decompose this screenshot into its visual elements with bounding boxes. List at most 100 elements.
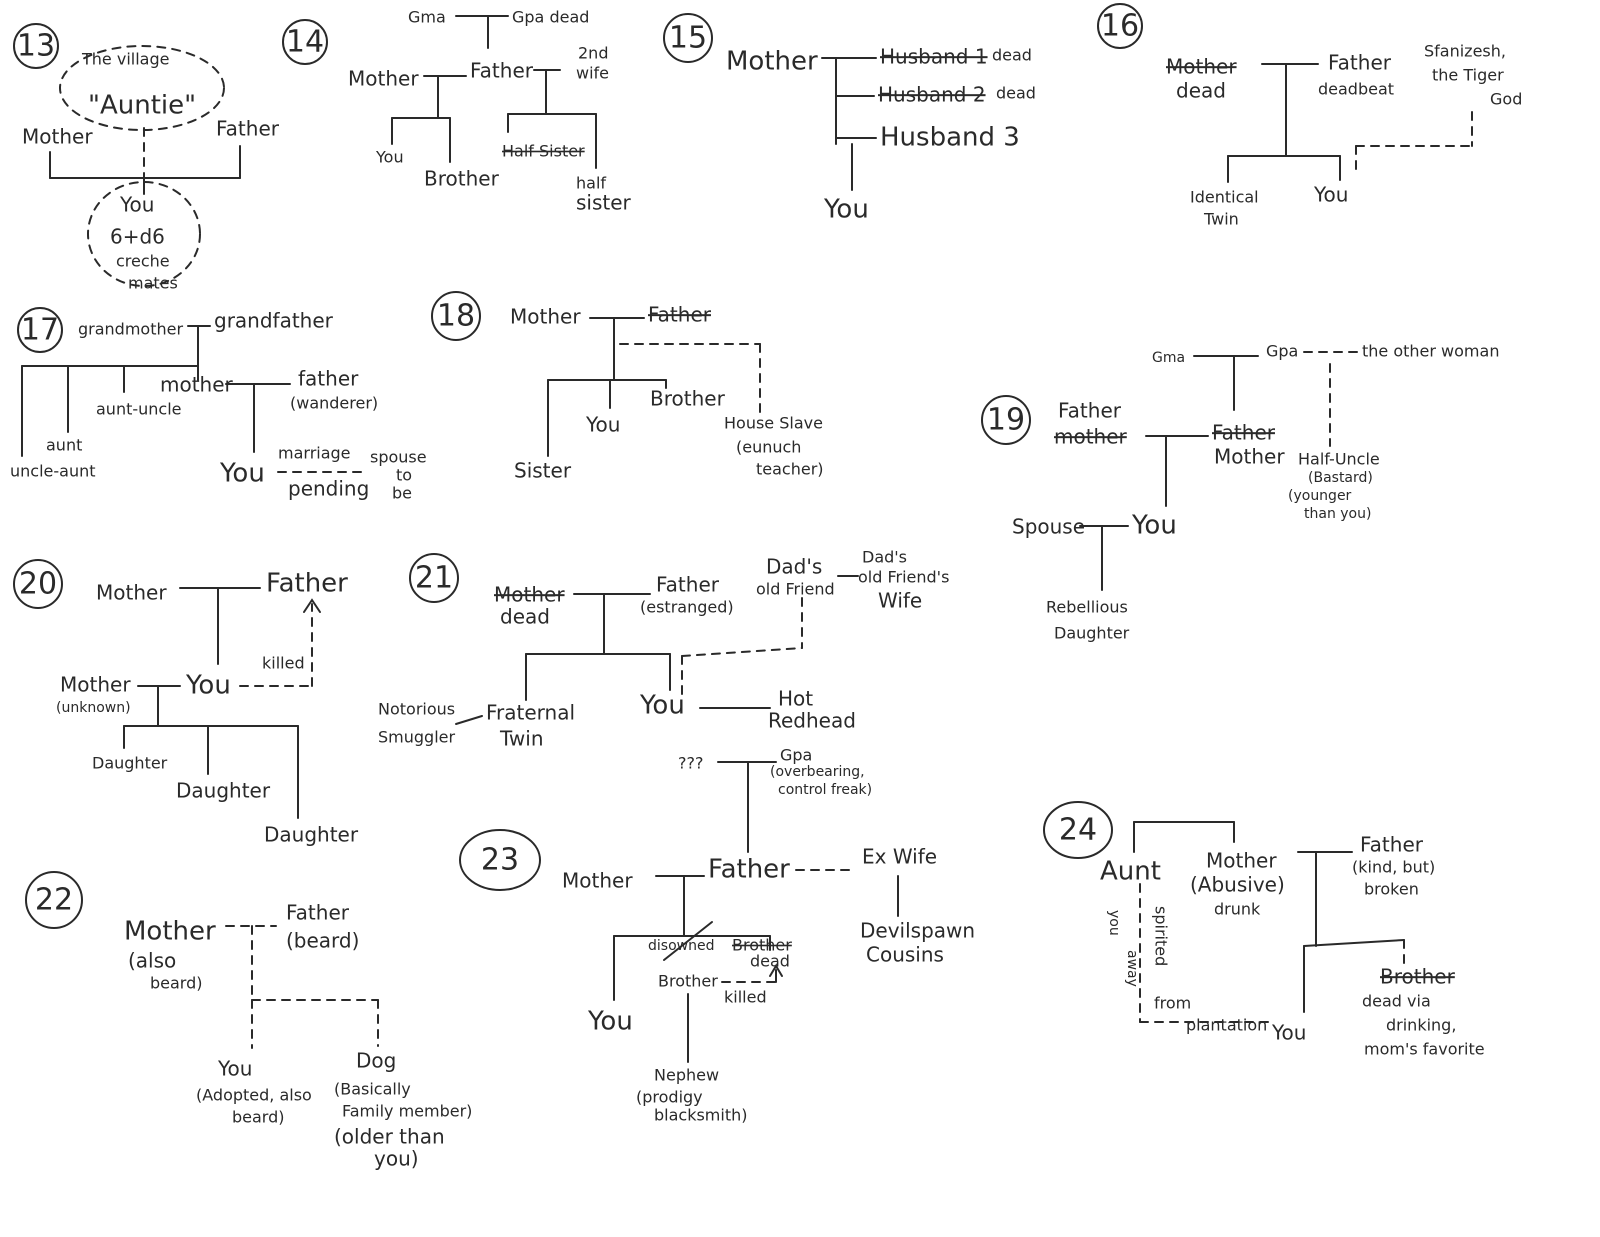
tree-14: 14 Gma Gpa dead Mother Father 2nd wife Y… [282, 8, 632, 215]
you-label: You [1313, 183, 1348, 207]
father-deadbeat: deadbeat [1318, 80, 1394, 99]
father-label: Father [656, 573, 720, 597]
friend-wife-label-1: Dad's [862, 548, 907, 567]
father-struck-label: Father [1212, 421, 1276, 445]
nephew-prodigy: (prodigy [636, 1088, 703, 1107]
killed-arrow [303, 598, 321, 613]
tree-23-number-circle [459, 829, 541, 891]
tree-17: 17 grandmother grandfather aunt-uncle au… [10, 307, 427, 503]
spirited-label: spirited [1152, 906, 1171, 966]
father-label: Father [648, 303, 712, 327]
tree-16-number: 16 [1101, 9, 1139, 44]
gpa-note-2: control freak) [778, 782, 872, 798]
brother-note-1: dead via [1362, 992, 1431, 1011]
gpa-label: Gpa [780, 746, 812, 765]
tree-13-number-circle [13, 23, 59, 69]
father-wanderer: (wanderer) [290, 394, 378, 413]
twin-label-2: Twin [1203, 210, 1239, 229]
plantation-label: plantation [1186, 1016, 1267, 1035]
brother-note-2: drinking, [1386, 1016, 1456, 1035]
tree-15-number-circle [663, 13, 713, 63]
tree-23: 23 ??? Gpa (overbearing, control freak) … [459, 746, 975, 1125]
gma-label: Gma [408, 8, 446, 27]
mother-also-beard: (also [128, 949, 176, 973]
brother-label: Brother [1380, 965, 1456, 989]
tree-15-number: 15 [669, 21, 707, 56]
tree-18: 18 Mother Father You Brother Sister Hous… [431, 291, 824, 483]
mother-label: Mother [510, 305, 581, 329]
you-label: You [1271, 1021, 1306, 1045]
daughter-3-label: Daughter [264, 823, 359, 847]
tree-20-number-circle [13, 559, 63, 609]
crechemates-count: 6+d6 [110, 225, 165, 249]
father-label: Father [470, 59, 534, 83]
friend-label-1: Dad's [766, 555, 822, 579]
you-label: You [185, 671, 231, 701]
mother-dead: dead [500, 605, 550, 629]
dog-note-2: Family member) [342, 1102, 472, 1121]
tree-13-number: 13 [17, 29, 55, 64]
friend-wife-label-3: Wife [878, 589, 922, 613]
half-sister-label-2: sister [576, 191, 632, 215]
spirited-away: away [1124, 950, 1140, 987]
gpa-label: Gpa [1266, 342, 1298, 361]
tree-21: 21 Mother dead Father (estranged) Dad's … [378, 548, 949, 751]
brother-label: Brother [658, 972, 718, 991]
tree-21-number-circle [409, 553, 459, 603]
tree-17-number: 17 [21, 313, 59, 348]
you-label: You [587, 1007, 633, 1037]
twin-label-2: Twin [499, 727, 544, 751]
unknown-label: ??? [678, 754, 703, 773]
tree-23-number: 23 [481, 843, 519, 878]
half-sister-struck-label: Half Sister [502, 142, 585, 161]
daughter-2-label: Daughter [176, 779, 271, 803]
uncle-aunt-label: uncle-aunt [10, 462, 96, 481]
husband-1-dead: dead [992, 46, 1032, 65]
father-label: Father [266, 569, 348, 599]
tree-20-number: 20 [19, 567, 57, 602]
killed-arrow [769, 964, 783, 977]
cousins-label-1: Devilspawn [860, 919, 975, 943]
mother-dead: dead [1176, 79, 1226, 103]
tree-18-number-circle [431, 291, 481, 341]
tree-16: 16 Mother dead Father deadbeat Sfanizesh… [1097, 3, 1522, 229]
you-adopted-2: beard) [232, 1108, 285, 1127]
grandfather-label: grandfather [214, 309, 334, 333]
mother-label: Mother [124, 917, 216, 947]
father-label: Father [708, 855, 790, 885]
smuggler-label-2: Smuggler [378, 728, 455, 747]
house-slave-label: House Slave [724, 414, 823, 433]
husband-2-label: Husband 2 [878, 83, 986, 107]
nephew-label: Nephew [654, 1066, 719, 1085]
redhead-label-2: Redhead [768, 709, 856, 733]
tree-22-number-circle [25, 871, 83, 929]
twin-label-1: Fraternal [486, 701, 575, 725]
mother-label: Mother [1214, 445, 1285, 469]
ex-wife-label: Ex Wife [862, 845, 937, 869]
you-label: You [375, 148, 404, 167]
sister-label: Sister [514, 459, 572, 483]
spouse-label-1: spouse [370, 448, 427, 467]
friend-wife-label-2: old Friend's [858, 568, 949, 587]
auntie-label: "Auntie" [88, 91, 196, 121]
tree-24-number: 24 [1059, 813, 1097, 848]
tree-17-number-circle [17, 307, 63, 353]
dog-label: Dog [356, 1049, 396, 1073]
you-label: You [217, 1057, 252, 1081]
second-wife-label-2: wife [576, 64, 609, 83]
half-uncle-younger: (younger [1288, 488, 1352, 504]
father-label: Father [286, 901, 350, 925]
you-label: You [639, 691, 685, 721]
mother-drunk: drunk [1214, 900, 1261, 919]
mother-struck-label: mother [1054, 425, 1128, 449]
village-label: The village [81, 50, 169, 69]
mother-abusive: (Abusive) [1190, 873, 1285, 897]
half-sister-label: half [576, 174, 606, 193]
mother-label: Mother [1206, 849, 1277, 873]
spirited-you: you [1106, 910, 1122, 936]
friend-label-2: old Friend [756, 580, 835, 599]
tree-24: 24 Aunt Mother (Abusive) drunk Father (k… [1043, 801, 1485, 1059]
tree-18-number: 18 [437, 299, 475, 334]
pending-label: pending [288, 477, 369, 501]
